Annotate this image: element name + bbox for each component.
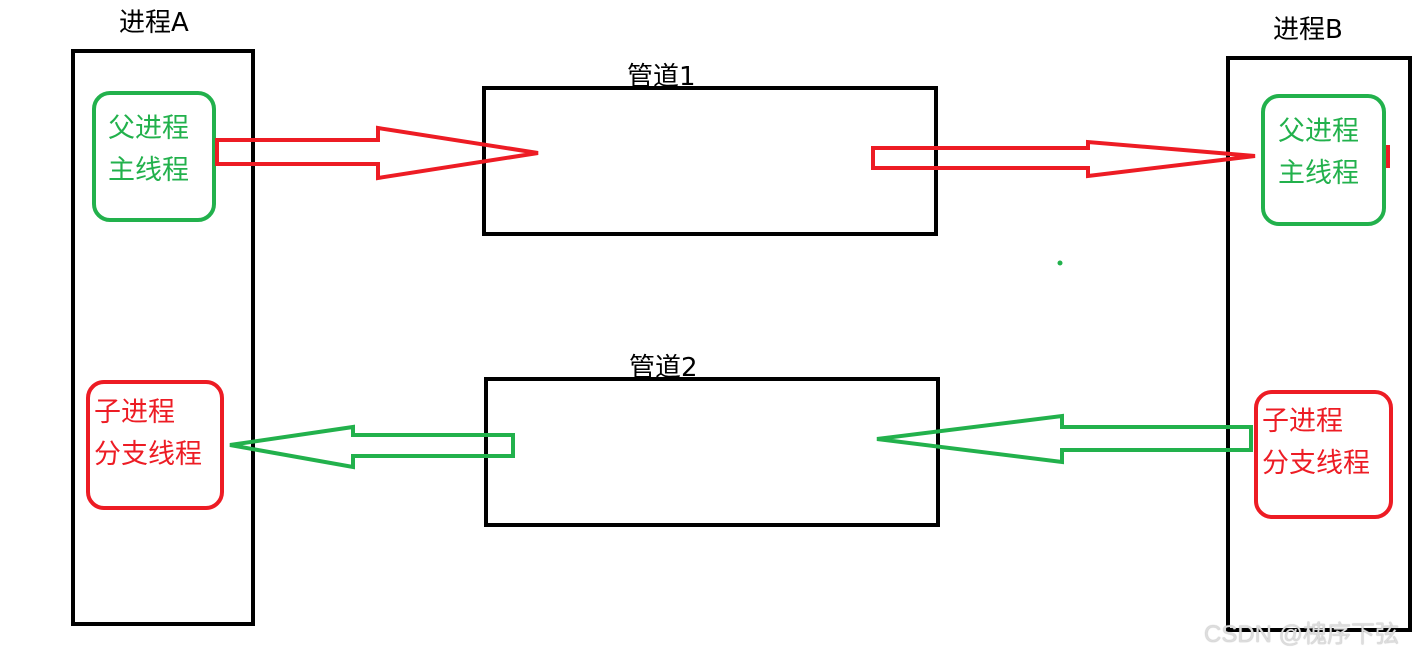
pipe1-box (482, 86, 938, 236)
b-main-thread-label: 父进程 主线程 (1278, 111, 1359, 195)
a-main-thread-box (92, 91, 216, 222)
process-a-box (71, 49, 255, 626)
green-dot (1057, 260, 1063, 266)
arrow-pipe1-to-b (871, 139, 1256, 179)
label-line: 子进程 (94, 397, 175, 428)
label-line: 子进程 (1262, 406, 1343, 437)
label-line: 分支线程 (1262, 448, 1370, 479)
a-branch-thread-box (86, 380, 224, 510)
process-a-title: 进程A (119, 8, 189, 38)
arrow-a-to-pipe1 (215, 125, 539, 181)
label-line: 父进程 (108, 113, 189, 144)
label-line: 主线程 (1278, 158, 1359, 189)
arrow-pipe2-to-a (229, 424, 515, 470)
pipe1-title: 管道1 (627, 62, 696, 92)
label-line: 分支线程 (94, 439, 202, 470)
pipe2-title: 管道2 (629, 353, 698, 383)
process-b-title: 进程B (1273, 15, 1343, 45)
label-line: 父进程 (1278, 116, 1359, 147)
process-b-box (1226, 56, 1412, 632)
b-branch-thread-box (1254, 390, 1393, 519)
label-line: 主线程 (108, 155, 189, 186)
watermark: CSDN @槐序下弦 (1204, 621, 1400, 648)
arrow-b-to-pipe2 (876, 413, 1253, 465)
a-main-thread-label: 父进程 主线程 (108, 108, 189, 192)
pipe2-box (484, 377, 940, 527)
b-main-thread-box (1261, 94, 1386, 226)
b-branch-thread-label: 子进程 分支线程 (1262, 401, 1370, 485)
a-branch-thread-label: 子进程 分支线程 (94, 392, 202, 476)
